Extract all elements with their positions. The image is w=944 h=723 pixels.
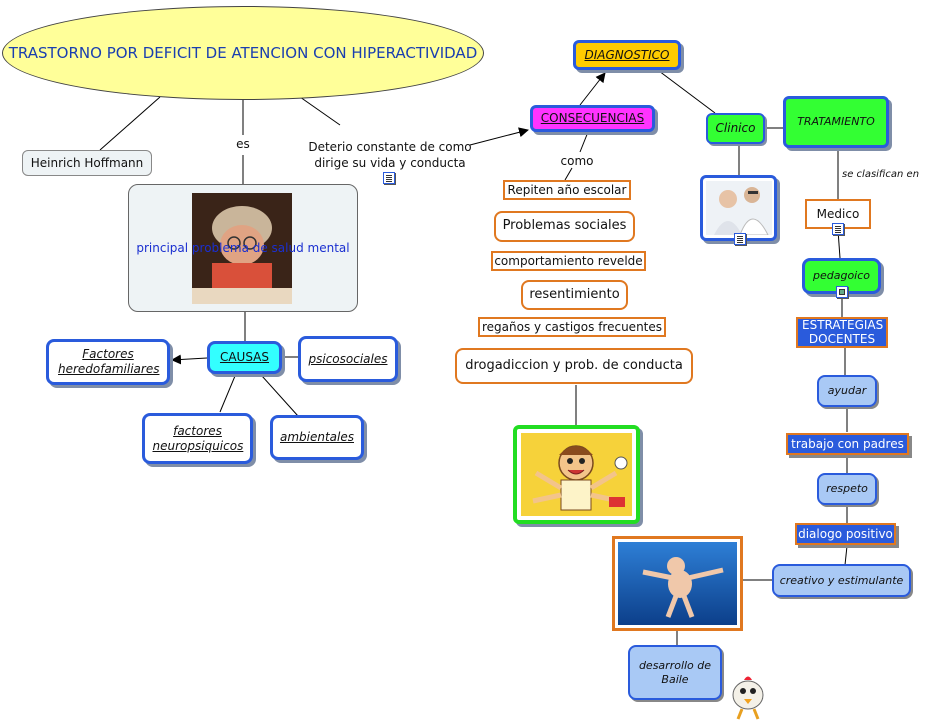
node-label: dialogo positivo [798, 526, 893, 541]
node-consecuencia-1[interactable]: Repiten año escolar [503, 180, 631, 200]
node-label: trabajo con padres [791, 436, 904, 451]
node-heinrich-hoffmann[interactable]: Heinrich Hoffmann [22, 150, 152, 176]
picture-icon[interactable] [836, 286, 848, 298]
node-psicosociales[interactable]: psicosociales [298, 336, 398, 382]
node-desarrollo-de-baile[interactable]: desarrollo de Baile [628, 645, 722, 700]
node-ambientales[interactable]: ambientales [270, 415, 364, 460]
kid-cartoon-image [521, 433, 632, 516]
node-label: Medico [816, 206, 860, 221]
doctors-image [705, 181, 772, 235]
note-icon[interactable] [734, 233, 746, 245]
node-consecuencias[interactable]: CONSECUENCIAS [530, 105, 655, 132]
node-causas[interactable]: CAUSAS [207, 341, 282, 374]
link-label-es: es [236, 137, 250, 151]
node-label: desarrollo de Baile [638, 658, 712, 686]
node-factores-neuropsiquicos[interactable]: factores neuropsiquicos [142, 413, 253, 464]
node-baby-image[interactable] [612, 536, 743, 631]
node-label: comportamiento revelde [494, 253, 643, 268]
note-icon[interactable] [383, 172, 395, 184]
node-label: regaños y castigos frecuentes [481, 319, 663, 334]
node-factores-heredofamiliares[interactable]: Factores heredofamiliares [46, 339, 170, 385]
node-label: resentimiento [529, 286, 620, 302]
node-pedagoico[interactable]: pedagoico [802, 258, 881, 294]
node-ayudar[interactable]: ayudar [817, 375, 877, 407]
node-label: CAUSAS [219, 350, 270, 364]
node-trabajo-con-padres[interactable]: trabajo con padres [786, 433, 909, 455]
node-consecuencia-2[interactable]: Problemas sociales [494, 211, 635, 242]
link-label-se-clasifican: se clasifican en [842, 169, 920, 180]
node-label: CONSECUENCIAS [540, 111, 645, 125]
link-label-deterio: Deterio constante de como dirige su vida… [308, 140, 472, 170]
baby-underwater-image [618, 542, 737, 625]
node-label: psicosociales [308, 351, 388, 366]
node-estrategias-docentes[interactable]: ESTRATEGIAS DOCENTES [796, 317, 888, 348]
node-label: factores neuropsiquicos [152, 423, 244, 453]
node-consecuencia-5[interactable]: regaños y castigos frecuentes [478, 317, 666, 337]
node-consecuencia-3[interactable]: comportamiento revelde [491, 251, 646, 271]
page-title: TRASTORNO POR DEFICIT DE ATENCION CON HI… [8, 43, 478, 62]
node-label: respeto [826, 482, 868, 496]
node-label: Repiten año escolar [507, 182, 627, 197]
node-label: Clinico [715, 121, 756, 135]
node-creativo-estimulante[interactable]: creativo y estimulante [772, 564, 911, 597]
node-consecuencia-4[interactable]: resentimiento [521, 280, 628, 310]
title-ellipse[interactable]: TRASTORNO POR DEFICIT DE ATENCION CON HI… [2, 6, 484, 100]
node-tratamiento[interactable]: TRATAMIENTO [783, 96, 889, 148]
node-label: principal problema de salud mental [136, 240, 350, 255]
node-label: ambientales [279, 430, 354, 444]
node-kid-image[interactable] [513, 425, 640, 524]
chicken-image [732, 676, 764, 720]
node-label: drogadiccion y prob. de conducta [465, 357, 683, 373]
node-label: ayudar [827, 384, 867, 398]
node-respeto[interactable]: respeto [817, 473, 877, 505]
node-label: creativo y estimulante [779, 573, 904, 587]
node-label: Factores heredofamiliares [58, 347, 160, 376]
link-label-como: como [560, 154, 594, 168]
child-image [192, 193, 292, 304]
node-label: TRATAMIENTO [797, 115, 875, 129]
node-label: Heinrich Hoffmann [30, 155, 144, 170]
node-label: ESTRATEGIAS DOCENTES [802, 317, 884, 346]
node-diagnostico[interactable]: DIAGNOSTICO [573, 40, 681, 70]
node-dialogo-positivo[interactable]: dialogo positivo [795, 523, 896, 545]
note-icon[interactable] [832, 223, 844, 235]
node-doctors-image[interactable] [700, 175, 777, 241]
node-label: DIAGNOSTICO [584, 47, 670, 62]
node-clinico[interactable]: Clinico [706, 113, 765, 144]
node-principal-problema[interactable]: principal problema de salud mental [128, 184, 358, 312]
node-consecuencia-6[interactable]: drogadiccion y prob. de conducta [455, 348, 693, 384]
node-label: Problemas sociales [502, 218, 627, 234]
node-label: pedagoico [812, 269, 871, 283]
